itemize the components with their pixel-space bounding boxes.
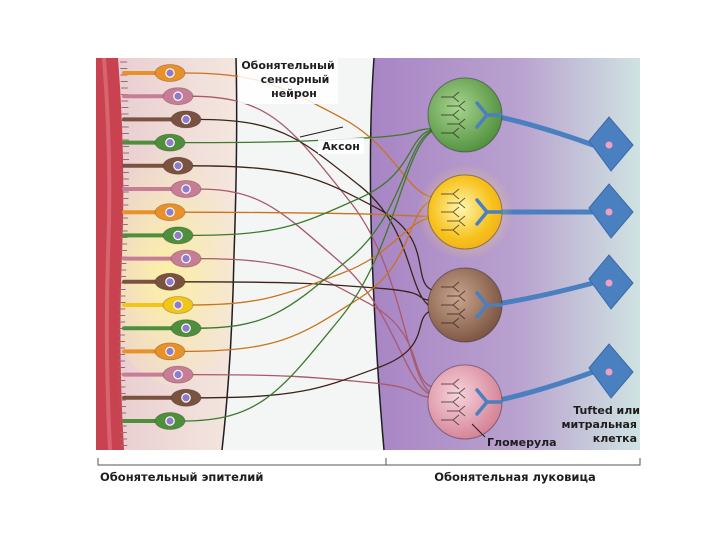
axon xyxy=(197,257,442,390)
label-mitral-2: митральная xyxy=(562,418,637,431)
neuron-nucleus xyxy=(173,230,183,241)
label-mitral-3: клетка xyxy=(593,432,637,445)
axon-terminal xyxy=(441,109,460,121)
neuron-nucleus xyxy=(181,392,191,403)
mitral-tuft xyxy=(475,101,503,129)
label-bg xyxy=(238,58,338,104)
label-axon: Аксон xyxy=(322,140,360,153)
neuron-nucleus xyxy=(165,207,175,217)
axon xyxy=(189,373,442,399)
axon-terminal xyxy=(447,290,466,302)
neuron-nucleus xyxy=(181,114,191,125)
axon xyxy=(197,127,442,329)
axon-terminal xyxy=(441,224,460,236)
neuron-nucleus xyxy=(173,161,183,171)
label-epithelium: Обонятельный эпителий xyxy=(100,470,263,484)
label-sensory-neuron-2: сенсорный xyxy=(261,73,330,86)
axon-terminal xyxy=(447,100,466,112)
label-mitral-1: Tufted или xyxy=(573,404,640,417)
neuron-nucleus xyxy=(181,184,191,194)
neuron-nucleus xyxy=(181,323,191,333)
neuron-nucleus xyxy=(173,369,183,380)
neuron-nucleus xyxy=(165,137,175,148)
axon-terminal xyxy=(441,378,460,390)
neuron-nucleus xyxy=(165,68,175,78)
neuron-nucleus xyxy=(165,346,175,357)
glomeruli xyxy=(427,77,503,440)
axon xyxy=(181,127,442,422)
olfactory-bulb-region xyxy=(370,58,640,450)
axon-terminal xyxy=(447,118,466,130)
neuron-nucleus xyxy=(173,300,183,310)
axon-terminal xyxy=(447,197,466,209)
axon-terminal xyxy=(447,387,466,399)
axon-terminal xyxy=(447,308,466,320)
epithelium-bracket xyxy=(97,458,387,466)
axon xyxy=(197,118,442,311)
axon-terminal xyxy=(441,317,460,329)
mitral-nucleus xyxy=(605,208,613,216)
epithelium-surface-highlight xyxy=(102,57,112,451)
label-bg xyxy=(318,138,364,154)
mitral-tuft xyxy=(475,388,503,416)
cribriform-gap xyxy=(222,58,384,450)
axon-terminal xyxy=(441,414,460,426)
bulb-bracket xyxy=(385,458,641,466)
label-sensory-neuron-3: нейрон xyxy=(271,87,317,100)
axon-terminal xyxy=(447,215,466,227)
mitral-nucleus xyxy=(605,279,613,287)
label-bulb: Обонятельная луковица xyxy=(434,470,596,484)
mitral-nucleus xyxy=(605,141,613,149)
axon-terminal xyxy=(441,206,460,218)
axon xyxy=(189,127,442,237)
axon xyxy=(181,127,442,144)
sensory-neurons xyxy=(122,64,202,430)
axon-terminal xyxy=(441,91,460,103)
epithelium-boundary xyxy=(221,57,238,451)
axon-terminal xyxy=(441,396,460,408)
mitral-tuft xyxy=(475,198,503,226)
neuron-nucleus xyxy=(165,276,175,287)
mitral-tuft xyxy=(475,291,503,319)
mitral-nucleus xyxy=(605,368,613,376)
neuron-nucleus xyxy=(173,91,183,101)
axon xyxy=(189,165,442,293)
neuron-nucleus xyxy=(181,253,191,264)
glomerulus-pointer xyxy=(471,423,486,438)
epithelium-glow xyxy=(100,145,250,385)
axon-terminal xyxy=(441,299,460,311)
axon-bundle xyxy=(181,72,442,422)
axon-terminal xyxy=(447,405,466,417)
label-sensory-neuron-1: Обонятельный xyxy=(241,59,334,72)
label-glomerulus: Гломерула xyxy=(487,436,557,449)
axon-terminal xyxy=(441,281,460,293)
axon-terminal xyxy=(441,188,460,200)
axon-pointer xyxy=(299,126,344,138)
neuron-nucleus xyxy=(165,416,175,426)
bulb-boundary xyxy=(369,57,385,451)
axon xyxy=(197,188,442,399)
axon xyxy=(181,211,442,218)
axon-terminal xyxy=(441,127,460,139)
